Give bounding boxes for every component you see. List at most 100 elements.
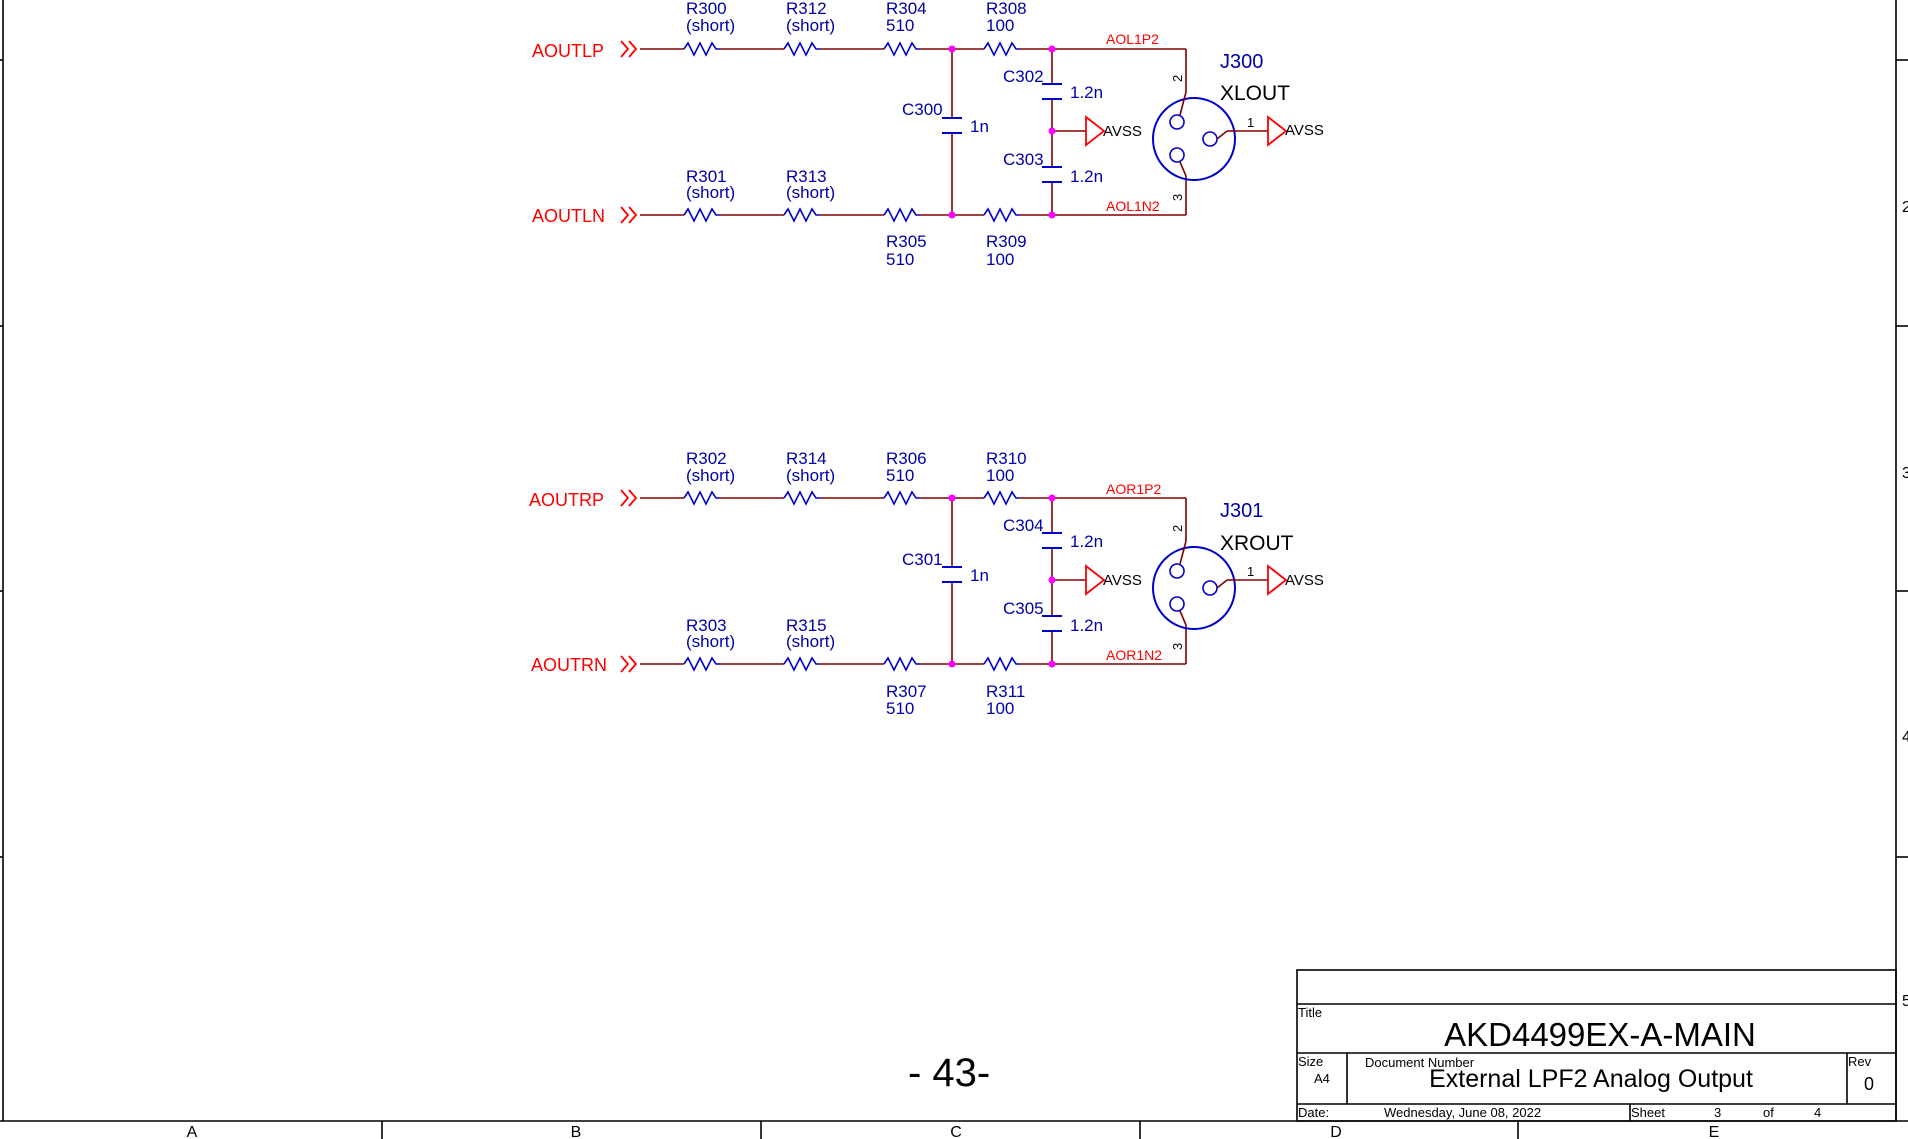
xlr-connector-j300-symbol <box>1152 91 1236 181</box>
capacitor-c301-symbol <box>942 566 962 583</box>
r315-ref: R315 <box>786 616 827 635</box>
r312-value: (short) <box>786 16 835 35</box>
r301-ref: R301 <box>686 167 727 186</box>
left-channel-circuit: AOUTLP AOUTLN R300 (short) R312 (short) … <box>532 0 1324 269</box>
document-number-label: Document Number <box>1365 1055 1475 1070</box>
date-label: Date: <box>1298 1105 1329 1120</box>
r308-ref: R308 <box>986 0 1027 18</box>
r303-value: (short) <box>686 632 735 651</box>
avss-label: AVSS <box>1285 122 1324 139</box>
col-label-b: B <box>571 1124 582 1139</box>
row-label-4: 4 <box>1902 729 1908 746</box>
r307-value: 510 <box>886 699 914 718</box>
j301-ref: J301 <box>1220 500 1263 522</box>
r300-value: (short) <box>686 16 735 35</box>
r310-ref: R310 <box>986 449 1027 468</box>
capacitor-c305-symbol <box>1042 615 1062 632</box>
col-label-e: E <box>1709 1124 1720 1139</box>
r302-ref: R302 <box>686 449 727 468</box>
size-label: Size <box>1298 1054 1323 1069</box>
r313-ref: R313 <box>786 167 827 186</box>
resistor-r308-symbol <box>983 41 1020 57</box>
title-block: Title AKD4499EX-A-MAIN Size A4 Document … <box>1296 969 1897 1122</box>
resistor-r304-symbol <box>883 41 920 57</box>
j301-pin2-label: 2 <box>1170 525 1185 532</box>
avss-label: AVSS <box>1103 572 1142 589</box>
port-aoutln: AOUTLN <box>532 206 605 226</box>
ground-avss-symbol <box>1085 564 1106 596</box>
c301-value: 1n <box>970 566 989 585</box>
port-aoutrp: AOUTRP <box>529 490 604 510</box>
j300-pin3-label: 3 <box>1170 194 1185 201</box>
port-aoutrn-symbol <box>620 655 638 673</box>
capacitor-c304-symbol <box>1042 532 1062 549</box>
resistor-r314-symbol <box>783 490 820 506</box>
col-label-d: D <box>1330 1124 1342 1139</box>
port-aoutrn: AOUTRN <box>531 655 607 675</box>
resistor-r301-symbol <box>683 207 720 223</box>
resistor-r313-symbol <box>783 207 820 223</box>
r305-ref: R305 <box>886 232 927 251</box>
r300-ref: R300 <box>686 0 727 18</box>
capacitor-c303-symbol <box>1042 166 1062 183</box>
page-number: - 43- <box>908 1051 990 1095</box>
ground-avss-symbol <box>1085 115 1106 147</box>
c305-ref: C305 <box>1003 599 1044 618</box>
port-aoutrp-symbol <box>620 489 638 507</box>
r310-value: 100 <box>986 466 1014 485</box>
j301-pin1-label: 1 <box>1247 564 1254 579</box>
resistor-r312-symbol <box>783 41 820 57</box>
r304-ref: R304 <box>886 0 927 18</box>
document-number-value: External LPF2 Analog Output <box>1429 1065 1753 1093</box>
capacitor-c302-symbol <box>1042 83 1062 100</box>
r312-ref: R312 <box>786 0 827 18</box>
row-label-2: 2 <box>1902 199 1908 216</box>
c303-value: 1.2n <box>1070 167 1103 186</box>
r301-value: (short) <box>686 183 735 202</box>
c302-value: 1.2n <box>1070 83 1103 102</box>
avss-label: AVSS <box>1103 123 1142 140</box>
sheet-of-label: of <box>1763 1105 1774 1120</box>
c305-value: 1.2n <box>1070 616 1103 635</box>
resistor-r300-symbol <box>683 41 720 57</box>
xlr-connector-j301-symbol <box>1152 540 1236 630</box>
r308-value: 100 <box>986 16 1014 35</box>
r303-ref: R303 <box>686 616 727 635</box>
avss-label: AVSS <box>1285 572 1324 589</box>
net-label-aor1n2: AOR1N2 <box>1106 647 1162 663</box>
right-channel-circuit: AOUTRP AOUTRN R302 (short) R314 (short) … <box>529 449 1324 718</box>
ground-avss-symbol <box>1267 115 1288 147</box>
c302-ref: C302 <box>1003 67 1044 86</box>
j301-value: XROUT <box>1220 532 1294 555</box>
r309-ref: R309 <box>986 232 1027 251</box>
r307-ref: R307 <box>886 682 927 701</box>
sheet-number: 3 <box>1714 1105 1721 1120</box>
r314-ref: R314 <box>786 449 827 468</box>
r305-value: 510 <box>886 250 914 269</box>
r314-value: (short) <box>786 466 835 485</box>
resistor-r307-symbol <box>883 656 920 672</box>
port-aoutlp: AOUTLP <box>532 41 604 61</box>
col-label-c: C <box>950 1124 962 1139</box>
resistor-r302-symbol <box>683 490 720 506</box>
resistor-r303-symbol <box>683 656 720 672</box>
resistor-r310-symbol <box>983 490 1020 506</box>
j300-value: XLOUT <box>1220 82 1290 105</box>
j301-pin3-label: 3 <box>1170 643 1185 650</box>
resistor-r311-symbol <box>983 656 1020 672</box>
r315-value: (short) <box>786 632 835 651</box>
c300-value: 1n <box>970 117 989 136</box>
size-value: A4 <box>1314 1071 1330 1086</box>
j300-pin1-label: 1 <box>1247 115 1254 130</box>
r309-value: 100 <box>986 250 1014 269</box>
title-label: Title <box>1298 1005 1322 1020</box>
capacitor-c300-symbol <box>942 117 962 134</box>
r311-ref: R311 <box>986 682 1025 701</box>
r304-value: 510 <box>886 16 914 35</box>
j300-ref: J300 <box>1220 51 1263 73</box>
col-label-a: A <box>187 1124 198 1139</box>
r302-value: (short) <box>686 466 735 485</box>
c300-ref: C300 <box>902 100 943 119</box>
